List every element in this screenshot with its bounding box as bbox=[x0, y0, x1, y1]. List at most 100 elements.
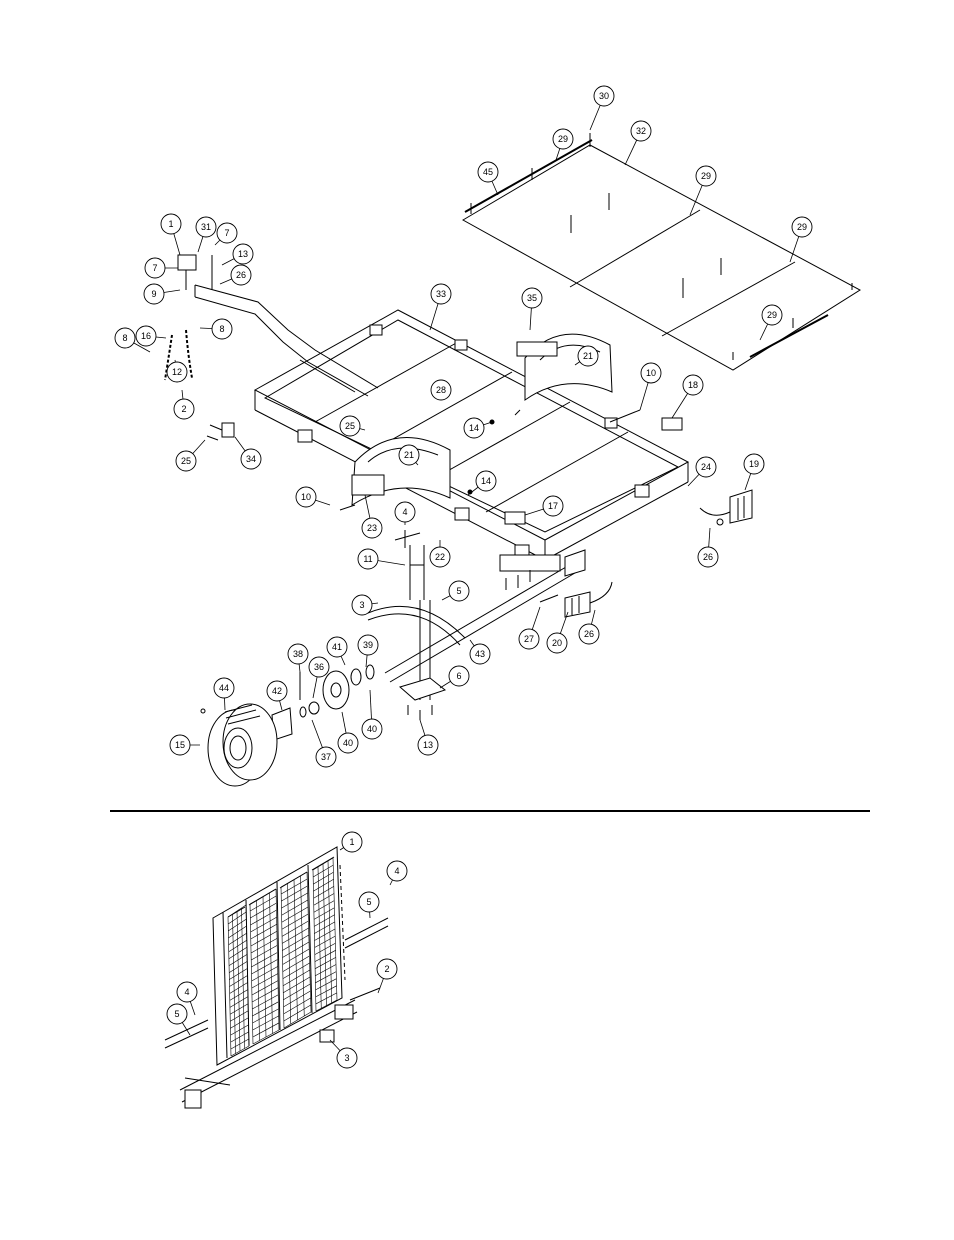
mesh-strand bbox=[327, 860, 333, 1003]
callout-upper-bubble bbox=[448, 665, 470, 687]
wheel-tire bbox=[207, 703, 278, 787]
callout-upper-number: 42 bbox=[272, 686, 282, 696]
callout-upper-bubble bbox=[351, 594, 373, 616]
mesh-strand bbox=[245, 904, 250, 1047]
callout-upper-number: 22 bbox=[435, 552, 445, 562]
callout-upper-bubble bbox=[430, 283, 452, 305]
callout-upper-bubble bbox=[361, 517, 383, 539]
callout-upper-number: 30 bbox=[599, 91, 609, 101]
callout-upper-bubble bbox=[361, 718, 383, 740]
callout-lower-bubble bbox=[376, 958, 398, 980]
callout-upper-bubble bbox=[216, 222, 238, 244]
callout-upper-number: 24 bbox=[701, 462, 711, 472]
callout-upper-bubble bbox=[697, 546, 719, 568]
deck-panels bbox=[461, 133, 861, 371]
ramp-gate bbox=[164, 846, 389, 1109]
callout-upper-bubble bbox=[761, 304, 783, 326]
callout-upper-bubble bbox=[213, 677, 235, 699]
callout-upper-bubble bbox=[463, 417, 485, 439]
mesh-strand bbox=[293, 879, 298, 1021]
callout-upper-bubble bbox=[593, 85, 615, 107]
callout-upper-number: 29 bbox=[701, 171, 711, 181]
callout-upper-bubble bbox=[287, 643, 309, 665]
callout-upper-bubble bbox=[339, 415, 361, 437]
callout-upper-number: 8 bbox=[122, 333, 127, 343]
mesh-strand bbox=[275, 888, 280, 1031]
callout-upper-number: 14 bbox=[469, 423, 479, 433]
callout-upper-number: 12 bbox=[172, 367, 182, 377]
callout-upper-bubble bbox=[114, 327, 136, 349]
callout-upper-number: 27 bbox=[524, 634, 534, 644]
callout-upper-bubble bbox=[477, 161, 499, 183]
callout-upper-bubble bbox=[232, 243, 254, 265]
fender-left bbox=[351, 437, 451, 506]
callout-upper-bubble bbox=[315, 746, 337, 768]
callout-lower-number: 2 bbox=[384, 964, 389, 974]
callout-upper-bubble bbox=[398, 444, 420, 466]
callout-upper-number: 13 bbox=[423, 740, 433, 750]
callout-upper-number: 29 bbox=[797, 222, 807, 232]
callout-upper-number: 17 bbox=[548, 501, 558, 511]
callout-upper-number: 11 bbox=[363, 554, 372, 564]
callout-upper-number: 29 bbox=[558, 134, 568, 144]
callout-upper-number: 20 bbox=[552, 638, 562, 648]
callout-upper-bubble bbox=[211, 318, 233, 340]
callout-upper-bubble bbox=[195, 216, 217, 238]
ramp-mesh bbox=[227, 857, 338, 1057]
callout-upper-number: 25 bbox=[181, 456, 191, 466]
callout-lower-number: 5 bbox=[174, 1009, 179, 1019]
callout-lower-number: 5 bbox=[366, 897, 371, 907]
callout-upper-number: 32 bbox=[636, 126, 646, 136]
callout-upper-bubble bbox=[682, 374, 704, 396]
tail-light-right bbox=[699, 489, 753, 526]
mesh-strand bbox=[256, 900, 260, 1041]
callout-upper-bubble bbox=[791, 216, 813, 238]
mesh-strand bbox=[232, 913, 236, 1054]
callout-upper-bubble bbox=[143, 283, 165, 305]
callout-lower-number: 1 bbox=[349, 837, 354, 847]
callout-upper-number: 26 bbox=[584, 629, 594, 639]
callout-upper-bubble bbox=[169, 734, 191, 756]
callout-lower-bubble bbox=[166, 1003, 188, 1025]
mesh-strand bbox=[287, 883, 292, 1025]
mesh-strand bbox=[280, 886, 285, 1029]
callout-lower-bubble bbox=[358, 891, 380, 913]
mesh-strand bbox=[306, 871, 312, 1013]
callout-upper-bubble bbox=[144, 257, 166, 279]
callout-upper-bubble bbox=[295, 486, 317, 508]
mesh-strand bbox=[300, 875, 305, 1017]
callout-upper-number: 28 bbox=[436, 385, 446, 395]
callout-upper-number: 2 bbox=[181, 404, 186, 414]
hub-assembly bbox=[271, 664, 375, 741]
fender-right bbox=[516, 333, 613, 401]
callout-upper-bubble bbox=[577, 345, 599, 367]
callout-upper-number: 1 bbox=[168, 219, 173, 229]
mesh-strand bbox=[236, 910, 241, 1052]
callout-upper-bubble bbox=[394, 501, 416, 523]
mesh-strand bbox=[249, 903, 254, 1045]
callout-upper-bubble bbox=[357, 548, 379, 570]
callout-upper-number: 29 bbox=[767, 310, 777, 320]
callout-upper-number: 26 bbox=[236, 270, 246, 280]
callout-upper-bubble bbox=[578, 623, 600, 645]
plate-18 bbox=[661, 417, 683, 431]
callout-upper-bubble bbox=[240, 448, 262, 470]
callout-upper-number: 31 bbox=[201, 222, 211, 232]
callout-upper-number: 36 bbox=[314, 662, 324, 672]
callout-upper-bubble bbox=[448, 580, 470, 602]
callout-upper-bubble bbox=[546, 632, 568, 654]
mesh-strand bbox=[317, 866, 322, 1009]
callout-upper-number: 21 bbox=[583, 351, 593, 361]
callout-upper-bubble bbox=[326, 636, 348, 658]
callout-upper-bubble bbox=[518, 628, 540, 650]
callout-upper-number: 9 bbox=[151, 289, 156, 299]
callout-upper-bubble bbox=[266, 680, 288, 702]
axle-assembly bbox=[367, 530, 586, 701]
plate-17 bbox=[504, 511, 526, 525]
callout-upper-bubble bbox=[175, 450, 197, 472]
callout-upper-number: 34 bbox=[246, 454, 256, 464]
callout-upper-number: 7 bbox=[224, 228, 229, 238]
callout-upper-number: 8 bbox=[219, 324, 224, 334]
callout-upper-bubble bbox=[743, 453, 765, 475]
